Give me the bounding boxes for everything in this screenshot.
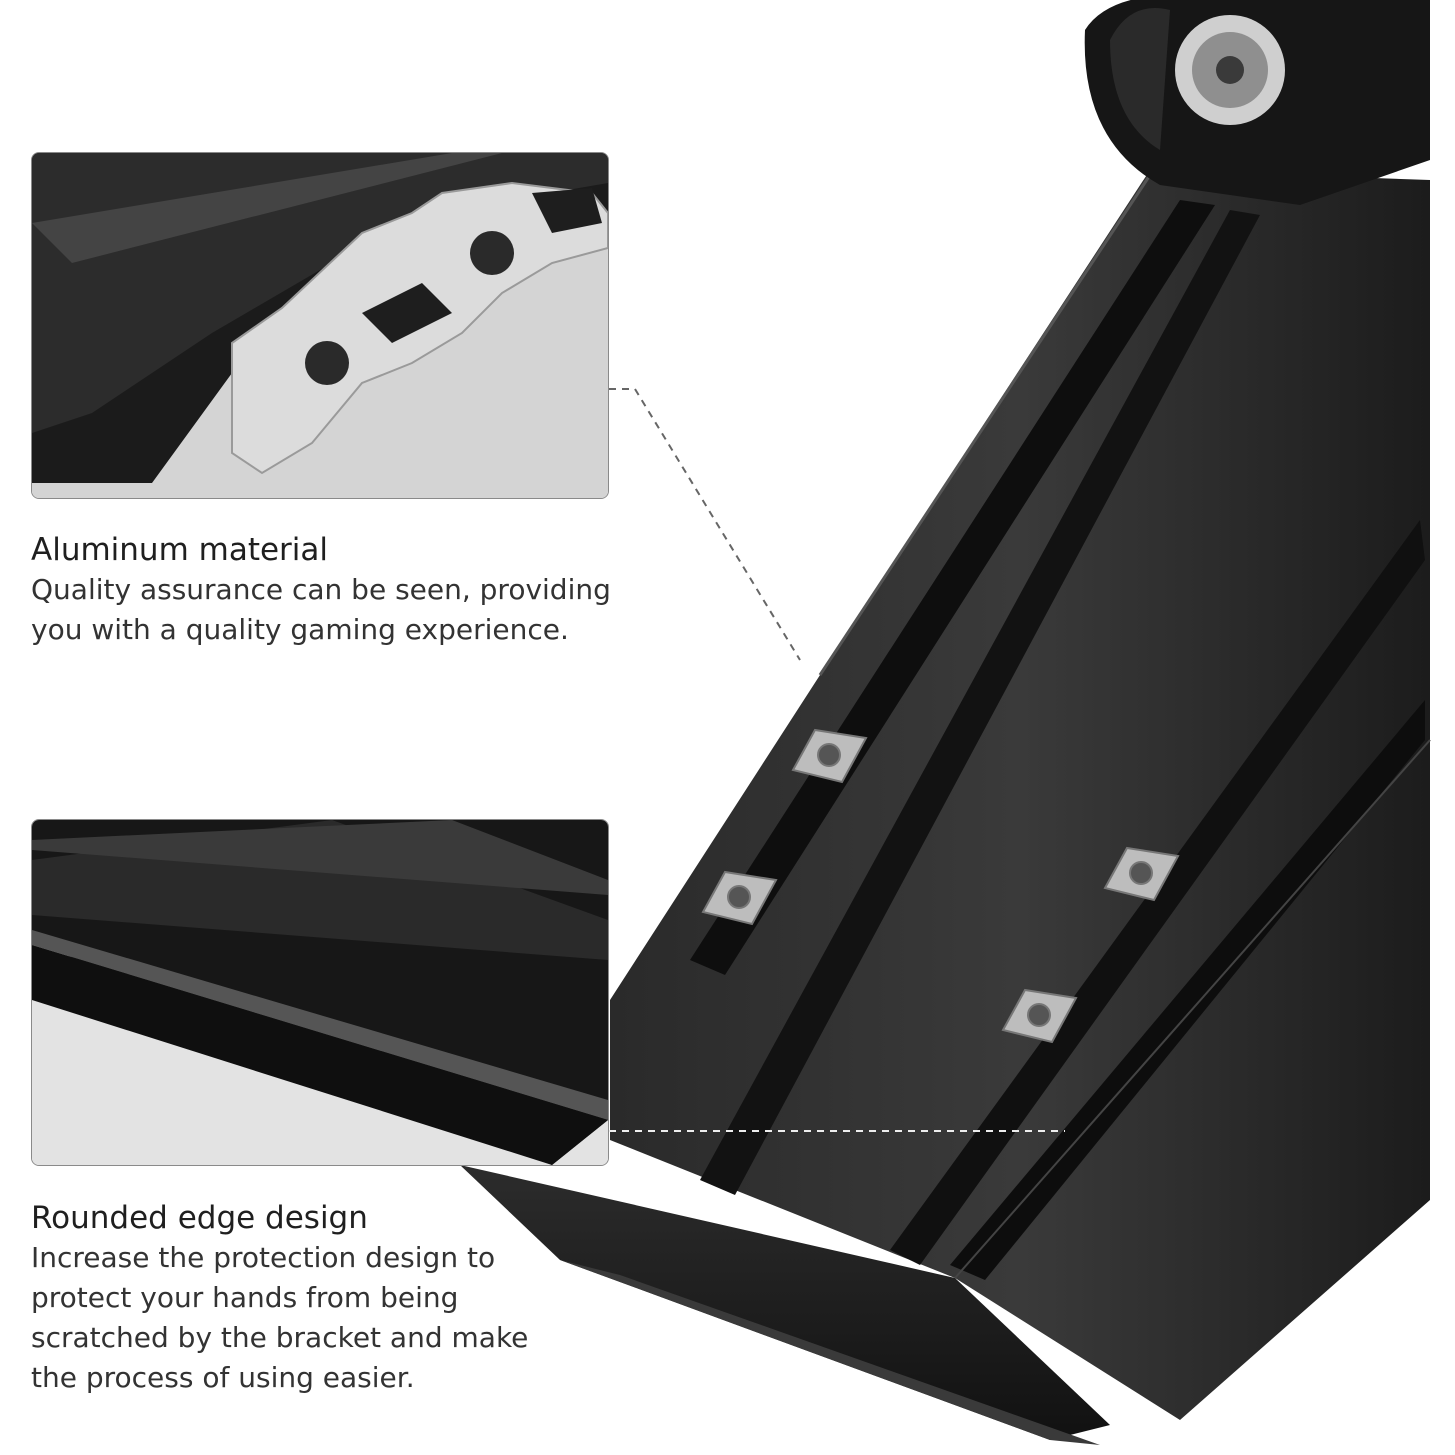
feature-rounded-edge: Rounded edge design Increase the protect… (31, 1198, 551, 1398)
extrusion-profile (610, 170, 1430, 1420)
feature-description: Increase the protection design to protec… (31, 1241, 529, 1394)
feature-title: Rounded edge design (31, 1200, 368, 1236)
feature-title: Aluminum material (31, 532, 329, 568)
clamp-knob (1084, 0, 1430, 205)
feature-aluminum: Aluminum material Quality assurance can … (31, 530, 621, 650)
feature-description: Quality assurance can be seen, providing… (31, 573, 611, 646)
aluminum-profile-closeup (31, 152, 609, 499)
t-nut (701, 728, 1180, 1044)
rounded-edge-closeup (31, 819, 609, 1166)
base-plate (460, 1165, 1110, 1440)
